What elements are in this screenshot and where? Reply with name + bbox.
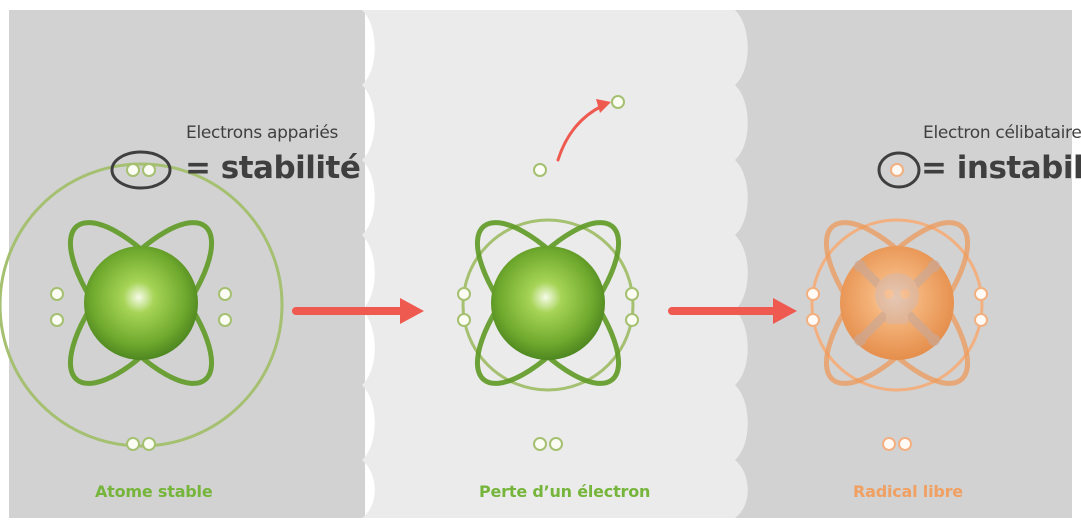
nucleus bbox=[84, 246, 198, 360]
paired-electrons-heading: Electrons appariés bbox=[186, 123, 338, 143]
stability-heading: = stabilité bbox=[185, 150, 360, 186]
electron bbox=[51, 314, 63, 326]
panel-left-background bbox=[9, 10, 365, 518]
caption-stable-atom: Atome stable bbox=[95, 482, 212, 501]
electron bbox=[127, 438, 139, 450]
electron bbox=[550, 438, 562, 450]
electron bbox=[626, 314, 638, 326]
instability-heading: = instabilité bbox=[921, 150, 1081, 186]
electron bbox=[626, 288, 638, 300]
electron bbox=[807, 314, 819, 326]
electron bbox=[975, 288, 987, 300]
caption-free-radical: Radical libre bbox=[853, 482, 963, 501]
electron bbox=[219, 288, 231, 300]
electron bbox=[458, 288, 470, 300]
unpaired-electron-heading: Electron célibataire bbox=[923, 123, 1081, 143]
electron bbox=[883, 438, 895, 450]
nucleus bbox=[491, 246, 605, 360]
electron bbox=[458, 314, 470, 326]
electron bbox=[219, 314, 231, 326]
electron bbox=[899, 438, 911, 450]
electron bbox=[534, 164, 546, 176]
electron bbox=[143, 164, 155, 176]
electron bbox=[143, 438, 155, 450]
lost-electron bbox=[612, 96, 624, 108]
electron bbox=[534, 438, 546, 450]
electron bbox=[975, 314, 987, 326]
electron bbox=[891, 164, 903, 176]
electron bbox=[807, 288, 819, 300]
caption-electron-loss: Perte d’un électron bbox=[479, 482, 650, 501]
electron bbox=[51, 288, 63, 300]
electron bbox=[127, 164, 139, 176]
